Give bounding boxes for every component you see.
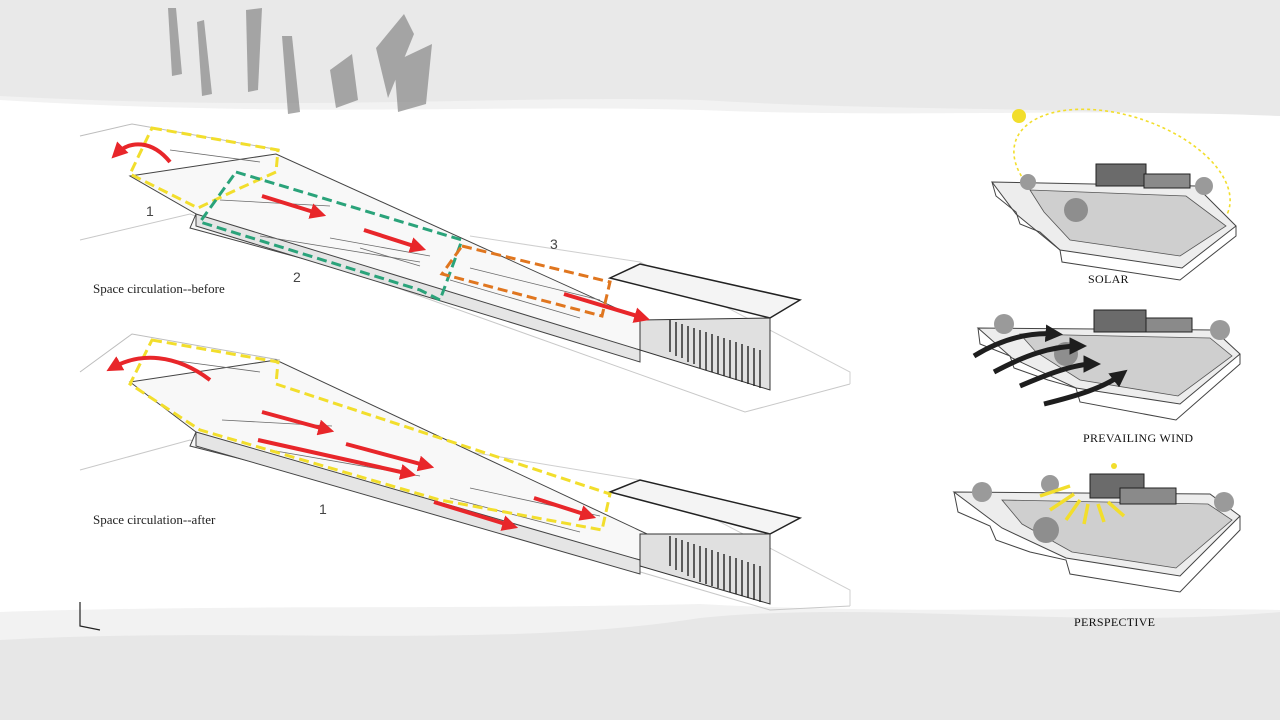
zone-3-outline: [439, 244, 612, 318]
zone-1-outline: [128, 126, 280, 210]
building-axonometric-before: [79, 123, 851, 413]
wind-arrow-icon: [992, 337, 1087, 375]
circulation-arrow-icon: [106, 355, 212, 382]
circulation-arrow-icon: [345, 442, 435, 472]
zone-3-number: 3: [550, 236, 558, 252]
circulation-arrow-icon: [261, 410, 335, 436]
sun-icon: [1012, 109, 1026, 123]
circulation-arrow-icon: [261, 194, 327, 219]
wind-caption: PREVAILING WIND: [1083, 431, 1194, 445]
wind-arrow-icon: [1043, 369, 1128, 407]
view-rays: [1039, 484, 1126, 525]
zone-2-number: 2: [293, 269, 301, 285]
circulation-arrow-icon: [363, 228, 427, 253]
brush-decoration: [168, 8, 432, 114]
zone-2-outline: [197, 170, 464, 303]
perspective-caption: PERSPECTIVE: [1074, 615, 1156, 629]
site-diagram-perspective: [952, 463, 1241, 593]
zone-1-number: 1: [146, 203, 154, 219]
before-label: Space circulation--before: [93, 281, 225, 296]
circulation-arrow-icon: [433, 500, 519, 531]
zone-unified-outline: [128, 338, 612, 532]
circulation-arrow-icon: [563, 292, 651, 323]
solar-caption: SOLAR: [1088, 272, 1129, 286]
after-zone-number: 1: [319, 501, 327, 517]
wind-arrow-icon: [972, 324, 1063, 359]
circulation-arrow-icon: [257, 438, 417, 480]
site-diagram-solar: [990, 108, 1237, 281]
building-axonometric-after: [79, 333, 851, 611]
after-label: Space circulation--after: [93, 512, 216, 527]
sun-icon: [1111, 463, 1117, 469]
circulation-arrow-icon: [111, 141, 172, 164]
corner-mark: [79, 602, 101, 631]
wind-arrow-icon: [1019, 355, 1101, 389]
circulation-arrow-icon: [533, 496, 597, 521]
site-diagram-wind: [972, 309, 1241, 421]
